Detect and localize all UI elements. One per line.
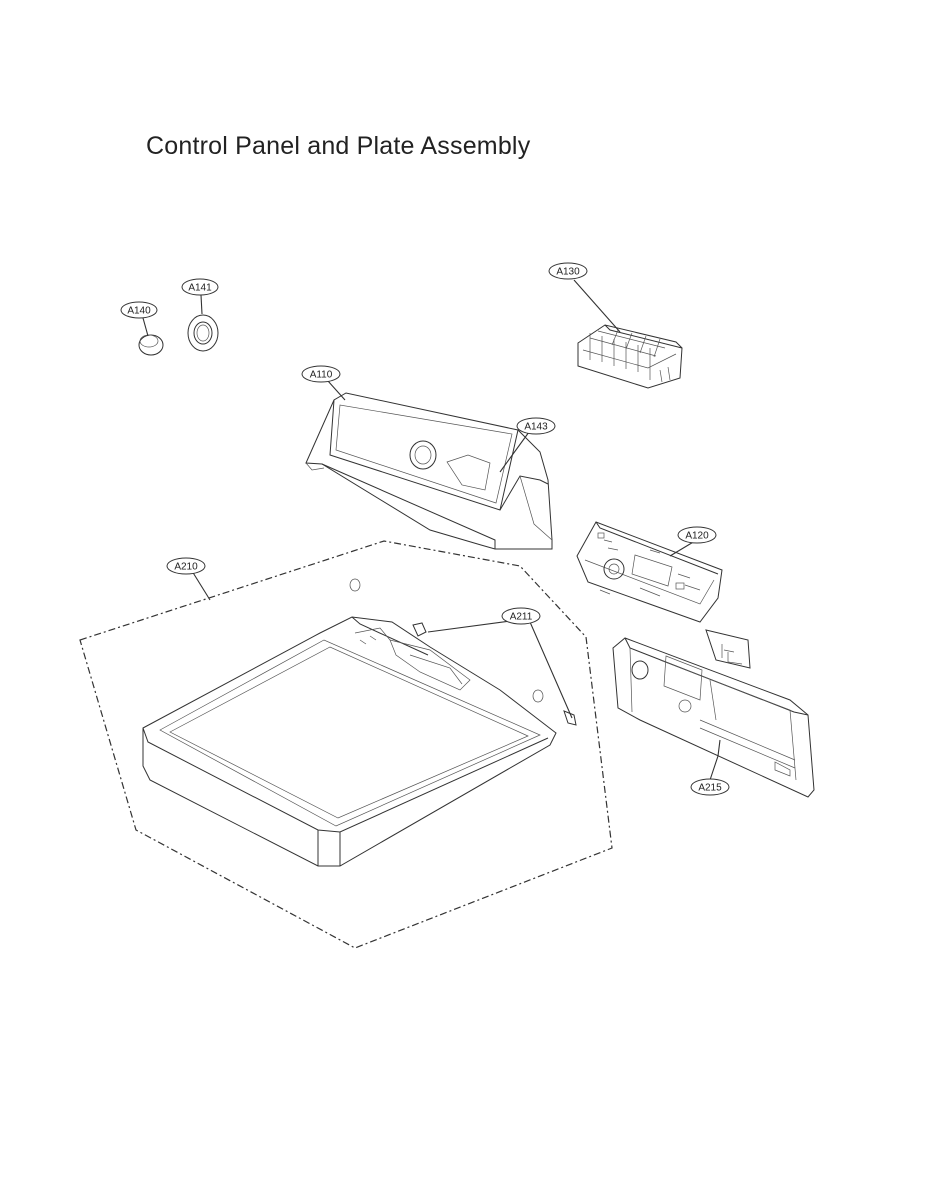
callout-label-a215: A215	[698, 783, 722, 794]
assembly-outline-top-plate	[79, 540, 613, 949]
part-top-plate	[142, 578, 577, 867]
leader-lines	[142, 279, 721, 781]
callout-label-a120: A120	[685, 531, 709, 542]
callout-a140: A140	[120, 301, 158, 319]
callout-a120: A120	[677, 526, 717, 544]
callout-a211: A211	[501, 607, 541, 625]
callout-a141: A141	[181, 278, 219, 296]
callout-label-a110: A110	[310, 370, 333, 381]
part-knob-ring	[187, 314, 219, 352]
callout-label-a210: A210	[174, 562, 198, 573]
callout-label-a143: A143	[524, 422, 548, 433]
page-title: Control Panel and Plate Assembly	[146, 132, 531, 160]
callout-label-a211: A211	[510, 612, 533, 623]
callout-a130: A130	[548, 262, 588, 280]
callout-a110: A110	[301, 365, 341, 383]
part-main-pcb	[576, 521, 723, 623]
part-rear-panel-plate	[612, 629, 815, 798]
part-control-panel-frame	[305, 392, 553, 550]
callout-a210: A210	[166, 557, 206, 575]
callout-a143: A143	[516, 417, 556, 435]
callout-a215: A215	[690, 778, 730, 796]
part-pcb-cover	[577, 324, 683, 389]
callout-label-a141: A141	[188, 283, 212, 294]
callout-label-a140: A140	[127, 306, 151, 317]
part-knob-cap	[138, 334, 164, 356]
callout-label-a130: A130	[556, 267, 580, 278]
